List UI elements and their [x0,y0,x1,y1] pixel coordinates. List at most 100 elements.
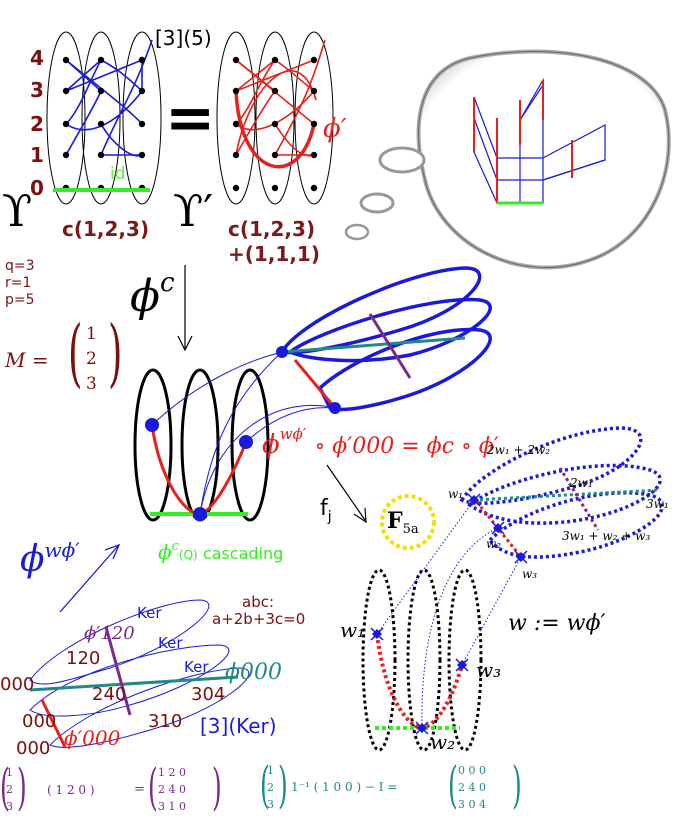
index-top-label: [3](5) [155,26,212,50]
eq1-lhs-col-3: 3 [6,800,13,813]
matrix-m-entry-2: 2 [86,349,97,369]
y-tick-4: 4 [30,46,44,70]
phi-c-arrow [177,265,193,352]
c-right-label-1: c(1,2,3) [228,217,316,241]
value-310: 310 [148,711,183,732]
eq2-row-3: 3 0 4 [458,798,486,811]
eq2-col-2: 2 [267,781,274,794]
w-definition: w := wϕ′ [508,611,606,636]
matrix-m-paren-left: ( [68,310,83,396]
ker-label-1: Ker [137,604,162,622]
w2-top-label: w₂ [486,537,502,551]
phi-w-symbol: ϕ [20,539,45,580]
ker-index-label: [3](Ker) [200,714,277,738]
phi-prime-label: ϕ′ [323,114,347,144]
fj-f: f [320,496,328,521]
eq1-rhs-paren-left: ( [148,758,158,816]
phi-000-label: ϕ000 [225,660,282,685]
eq2-col-1: 1 [267,764,274,777]
bubble-lattice [473,77,606,205]
phi-w-sup: wϕ′ [44,538,80,562]
fj-label: fj [320,496,332,525]
value-304: 304 [191,684,226,705]
value-000-mid: 000 [22,711,57,732]
param-p: p=5 [5,292,35,308]
eq1-lhs-col-1: 1 [6,766,13,779]
f5a-label: F5a [387,510,419,536]
dotted-diagram [361,426,664,752]
composition-phi: ϕ [262,430,280,460]
right-bold-curve [234,90,316,169]
y-tick-2: 2 [30,112,44,136]
phi-c-sup: c [160,268,175,298]
cascading-phi: ϕ [158,540,172,564]
phi-c-label: ϕc [130,270,175,319]
f5a-circle [380,494,436,550]
eq1-lhs-paren-right: ) [17,758,27,816]
value-120: 120 [66,648,101,669]
y-tick-1: 1 [30,143,44,167]
param-q: q=3 [5,258,35,274]
phi-prime-120-label: ϕ′120 [84,623,135,644]
weight-2w1: 2w₁ [570,476,593,490]
matrix-m-entry-1: 1 [86,324,97,344]
matrix-m-entry-3: 3 [86,374,97,394]
eq1-rhs-paren-right: ) [212,758,222,816]
matrix-m-label: M = [5,348,49,372]
value-240: 240 [92,684,127,705]
matrix-m-paren-right: ) [108,310,123,396]
eq1-row-1: 1 2 0 [158,766,186,779]
eq2-row-2: 2 4 0 [458,781,486,794]
cascading-word: cascading [202,544,284,563]
c-right-label-2: +(1,1,1) [228,242,320,266]
composition-rest: ∘ ϕ′000 = ϕc ∘ ϕ′ [314,434,499,459]
w3-bottom-label: w₃ [476,658,502,682]
eq1-lhs-col-2: 2 [6,783,13,796]
left-arrows [65,39,153,157]
f5a-f: F [387,508,403,534]
cascade-diagram [133,266,492,522]
eq2-col-paren-right: ) [278,756,288,814]
right-dots [232,56,318,192]
phi-w-arrow [59,543,121,613]
weight-3w1: 3w₁ [646,497,669,511]
left-dots [62,56,146,192]
ker-label-2: Ker [158,634,183,652]
eq1-row-2: 2 4 0 [158,783,186,796]
composition-equation: ϕwϕ′ ∘ ϕ′000 = ϕc ∘ ϕ′ [262,427,499,460]
upsilon-right: ϒ′ [173,186,214,237]
y-tick-3: 3 [30,78,44,102]
ker-purple-line [104,626,132,716]
phi-w-label: ϕwϕ′ [20,540,80,578]
phi-prime-000-label: ϕ′000 [64,726,121,750]
weight-sum: 3w₁ + w₂ + w₃ [562,529,651,543]
eq2-rhs-paren-left: ( [448,756,458,814]
fj-arrow [326,464,367,524]
phi-c-symbol: ϕ [130,271,160,322]
cascading-label: ϕc(Q) cascading [158,540,283,562]
cascading-q: (Q) [178,548,198,562]
value-000-left: 000 [0,674,35,695]
thought-bubble [344,49,671,270]
left-column-diagram [46,31,162,205]
ker-label-3: Ker [184,658,209,676]
upsilon-left: ϒ [2,186,33,237]
abc-equation: a+2b+3c=0 [212,610,306,628]
ker-teal-line [29,675,239,692]
cascading-sup: c [171,539,179,554]
param-r: r=1 [5,275,32,291]
value-000-bottom: 000 [16,738,51,759]
eq1-equals: = [134,782,145,797]
equals-sign: = [165,83,216,153]
eq2-row-1: 0 0 0 [458,764,486,777]
weight-2w1-2w2: 2w₁ + 2w₂ [487,443,551,457]
eq2-rhs-paren-right: ) [512,756,522,814]
fj-sub: j [327,509,332,525]
id-label: id [110,164,126,184]
eq1-row-3: 3 1 0 [158,800,186,813]
ker-red-line [40,699,67,748]
eq2-col-paren-left: ( [260,756,270,814]
w2-bottom-label: w₂ [430,730,456,754]
